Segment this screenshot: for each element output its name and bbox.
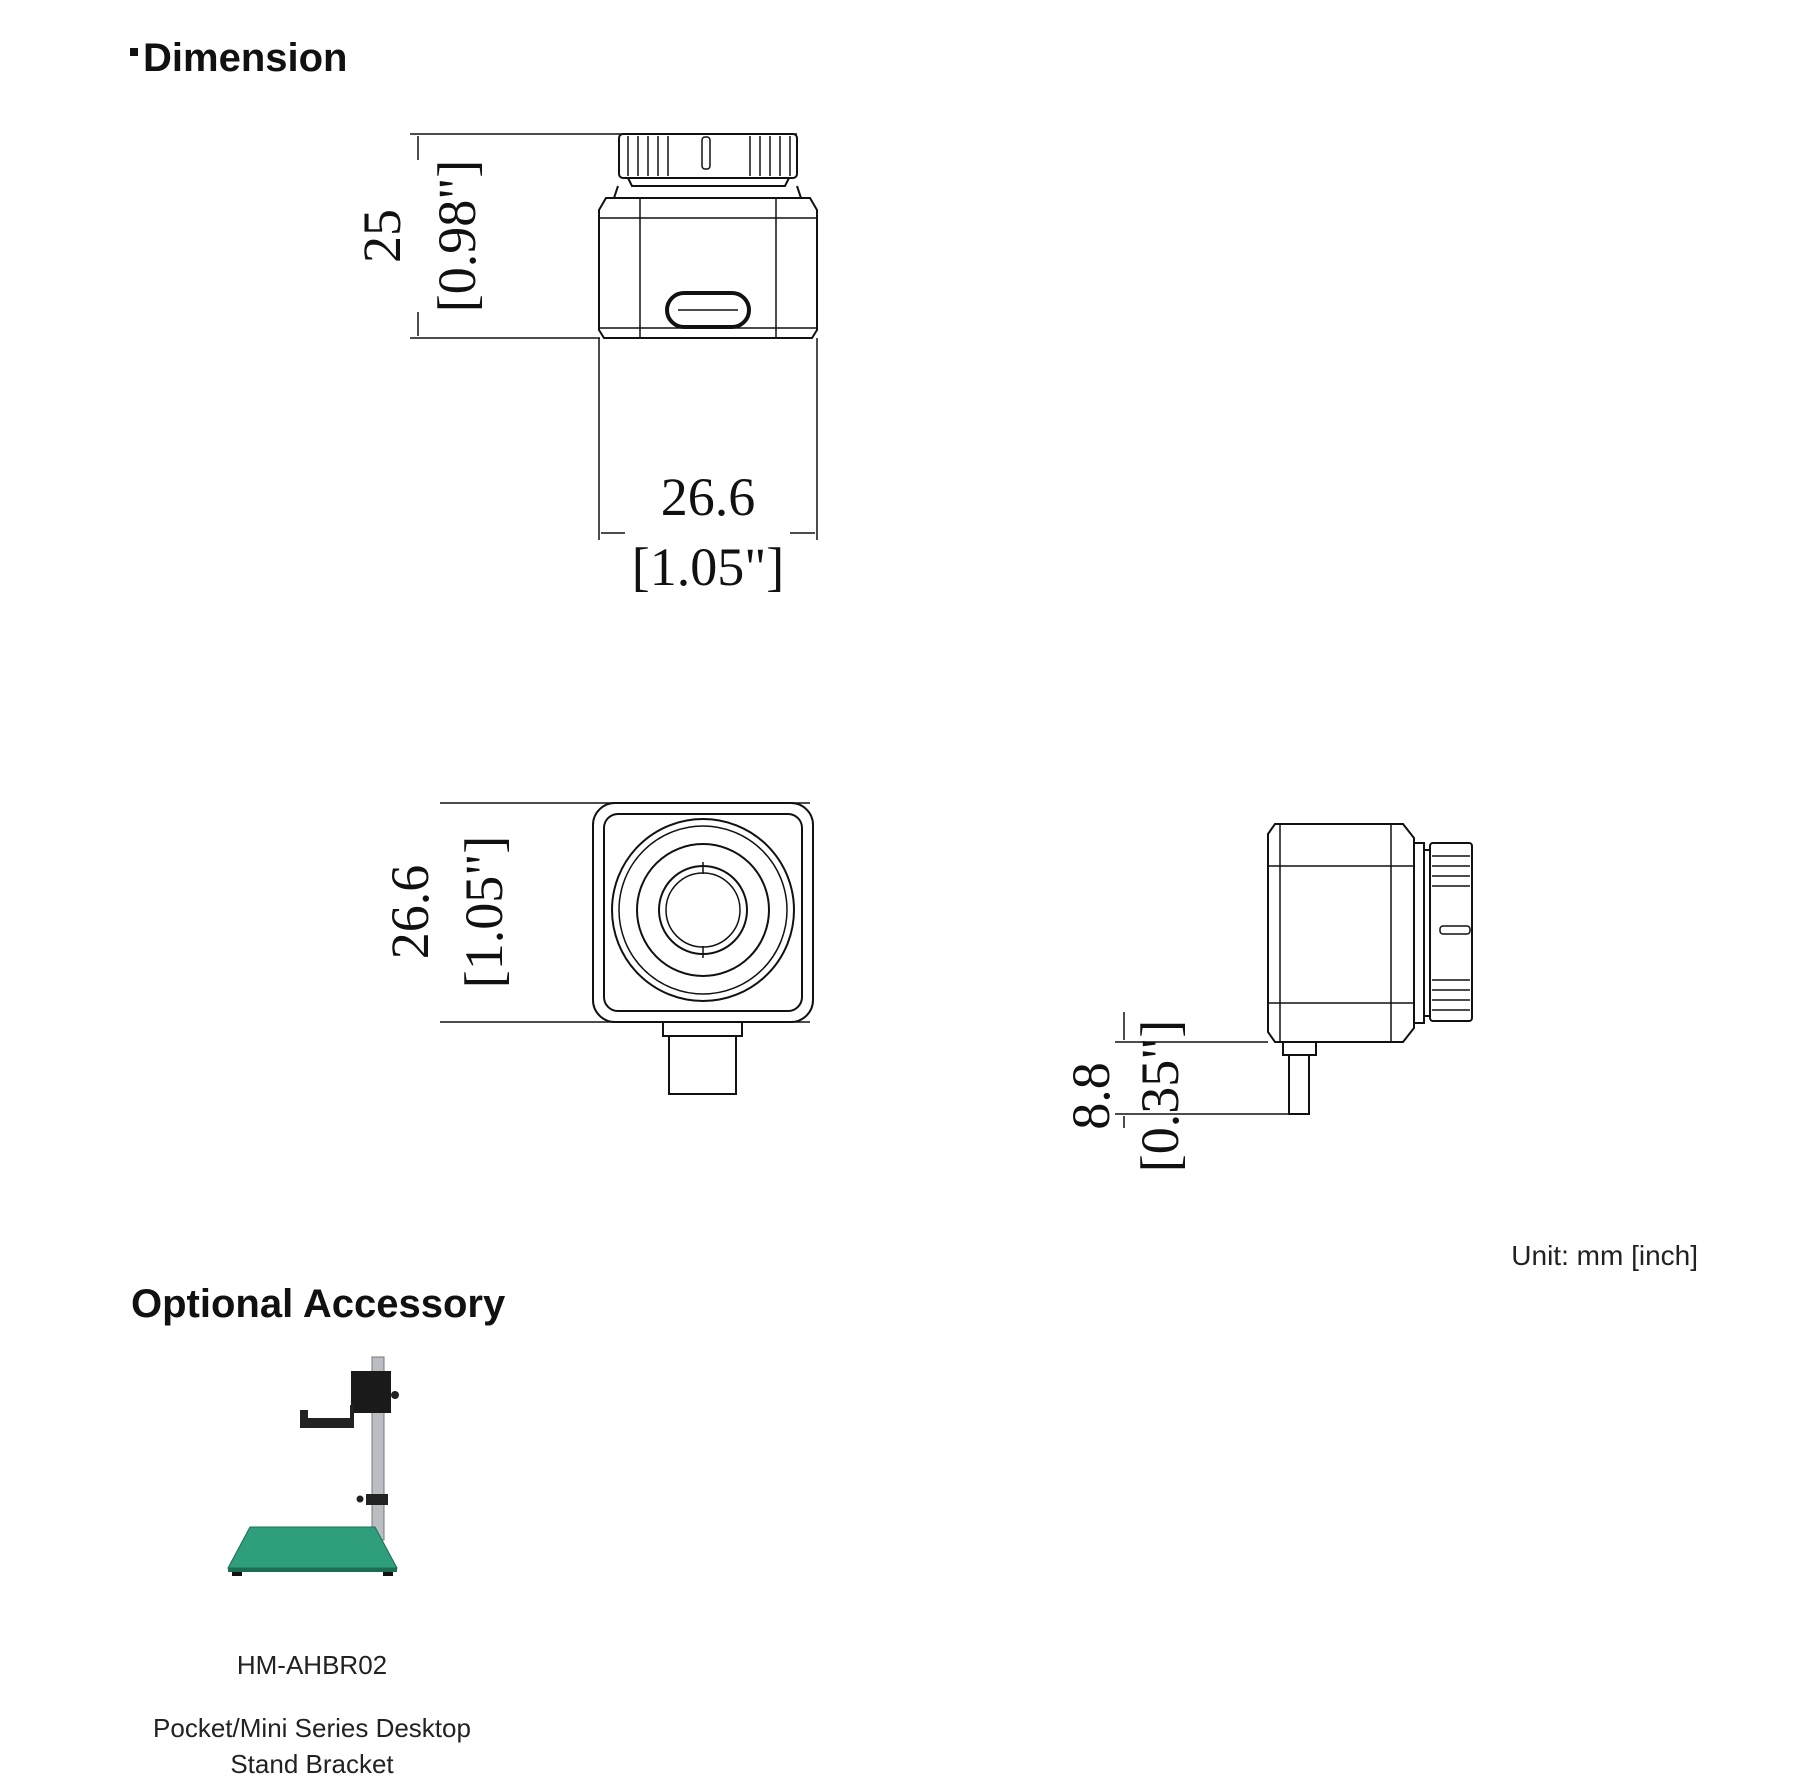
accessory-model: HM-AHBR02 xyxy=(236,1650,388,1680)
bullet-icon xyxy=(130,48,138,57)
accessory-description-line2: Stand Bracket xyxy=(230,1749,394,1779)
top-width-mm: 26.6 xyxy=(661,467,756,527)
dimension-heading: Dimension xyxy=(130,36,347,81)
top-width-in: [1.05"] xyxy=(632,537,785,597)
front-view-drawing: 26.6 [1.05"] xyxy=(380,802,814,1095)
stand-bracket-image xyxy=(227,1356,399,1576)
front-height-in: [1.05"] xyxy=(454,836,514,989)
accessory-description-line1: Pocket/Mini Series Desktop xyxy=(153,1713,471,1743)
side-connector-mm: 8.8 xyxy=(1061,1062,1121,1130)
side-connector-in: [0.35"] xyxy=(1130,1020,1190,1173)
accessory-heading: Optional Accessory xyxy=(131,1282,506,1326)
top-height-mm: 25 xyxy=(352,209,412,263)
front-height-mm: 26.6 xyxy=(380,865,440,960)
top-height-in: [0.98"] xyxy=(427,160,487,313)
side-view-drawing: 8.8 [0.35"] xyxy=(1061,823,1473,1173)
top-view-drawing: 25 [0.98"] 26.6 [1.05"] xyxy=(352,133,818,597)
unit-note: Unit: mm [inch] xyxy=(1511,1240,1698,1271)
stand-base xyxy=(227,1526,398,1569)
